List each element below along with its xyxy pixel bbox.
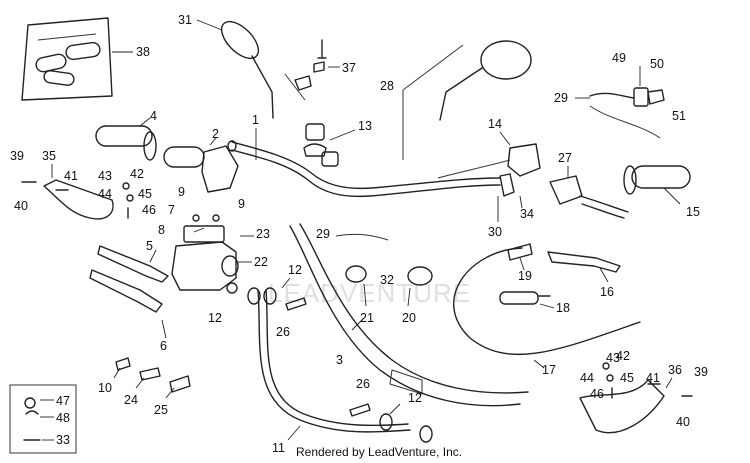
callout-22: 22	[254, 255, 268, 269]
switch-18	[499, 291, 551, 305]
handguard-right	[579, 379, 665, 434]
callout-39-right: 39	[694, 365, 708, 379]
sensor-19	[507, 243, 533, 261]
callout-42-right: 42	[616, 349, 630, 363]
clamp-hardware	[23, 397, 41, 441]
screws-right	[602, 362, 693, 399]
callout-26-top: 26	[276, 325, 290, 339]
screws-left	[21, 181, 134, 219]
callout-6: 6	[160, 339, 167, 353]
callout-5: 5	[146, 239, 153, 253]
callout-12-left: 12	[208, 311, 222, 325]
right-mirror	[402, 40, 532, 160]
callout-41-right: 41	[646, 371, 660, 385]
left-grip	[95, 125, 157, 161]
callout-7: 7	[168, 203, 175, 217]
callout-48: 48	[56, 411, 70, 425]
callout-44-left: 44	[98, 187, 112, 201]
banjo-bolt-lower	[349, 403, 371, 417]
callout-2: 2	[212, 127, 219, 141]
callout-14: 14	[488, 117, 502, 131]
callout-36: 36	[668, 363, 682, 377]
callout-46-left: 46	[142, 203, 156, 217]
handguard-left	[43, 179, 114, 220]
callout-43-left: 43	[98, 169, 112, 183]
callout-10: 10	[98, 381, 112, 395]
callout-49: 49	[612, 51, 626, 65]
callout-20: 20	[402, 311, 416, 325]
callout-45-right: 45	[620, 371, 634, 385]
callout-40-right: 40	[676, 415, 690, 429]
washers	[247, 287, 433, 443]
callout-51: 51	[672, 109, 686, 123]
callout-11: 11	[272, 441, 285, 455]
callout-9-left: 9	[178, 185, 185, 199]
callout-39-left: 39	[10, 149, 24, 163]
lever-16	[547, 251, 621, 273]
callout-29-mid: 29	[316, 227, 330, 241]
callout-40-left: 40	[14, 199, 28, 213]
left-mirror	[220, 20, 274, 119]
callout-47: 47	[56, 394, 70, 408]
right-grip	[623, 165, 691, 195]
brake-hose	[257, 289, 411, 433]
callout-35: 35	[42, 149, 56, 163]
callout-23: 23	[256, 227, 270, 241]
callout-33: 33	[56, 433, 70, 447]
light-switch	[437, 143, 541, 197]
callout-32: 32	[380, 273, 394, 287]
callout-29-top: 29	[554, 91, 568, 105]
callout-24: 24	[124, 393, 138, 407]
callout-12-bottom: 12	[408, 391, 422, 405]
cable-29	[335, 233, 389, 241]
callout-4: 4	[150, 109, 157, 123]
callout-37: 37	[342, 61, 356, 75]
callout-25: 25	[154, 403, 168, 417]
inset-grips-illustration	[21, 17, 113, 101]
callout-18: 18	[556, 301, 570, 315]
callout-12-top: 12	[288, 263, 302, 277]
callout-41-left: 41	[64, 169, 78, 183]
callout-34: 34	[520, 207, 534, 221]
callout-16: 16	[600, 285, 614, 299]
callout-8: 8	[158, 223, 165, 237]
callout-27: 27	[558, 151, 572, 165]
throttle-cables	[289, 223, 529, 407]
bracket-49-51	[589, 87, 665, 139]
callout-17: 17	[542, 363, 556, 377]
callout-15: 15	[686, 205, 700, 219]
callout-45-left: 45	[138, 187, 152, 201]
callout-28: 28	[380, 79, 394, 93]
callout-44-right: 44	[580, 371, 594, 385]
clutch-lever-assembly	[549, 175, 629, 219]
small-parts	[115, 357, 191, 393]
credit-text: Rendered by LeadVenture, Inc.	[296, 445, 462, 459]
callout-30: 30	[488, 225, 502, 239]
mirror-bolts	[284, 39, 327, 101]
callout-9-right: 9	[238, 197, 245, 211]
banjo-bolt-upper	[285, 297, 307, 311]
handlebar-clamp	[303, 123, 339, 167]
callout-42-left: 42	[130, 167, 144, 181]
callout-1: 1	[252, 113, 259, 127]
callout-38: 38	[136, 45, 150, 59]
levers-left	[89, 245, 169, 313]
callout-26-bottom: 26	[356, 377, 370, 391]
watermark: LEADVENTURE	[268, 278, 471, 308]
callout-21: 21	[360, 311, 374, 325]
callout-50: 50	[650, 57, 664, 71]
callout-13: 13	[358, 119, 372, 133]
throttle-grip	[163, 145, 239, 193]
handlebar	[231, 149, 501, 198]
callout-19: 19	[518, 269, 532, 283]
master-cylinder	[171, 214, 239, 294]
callout-31: 31	[178, 13, 192, 27]
clutch-cable	[453, 247, 641, 356]
callout-3: 3	[336, 353, 343, 367]
inset-hardware-box	[9, 384, 77, 454]
cable-clamps	[345, 265, 433, 286]
callout-43-right: 43	[606, 351, 620, 365]
callout-46-right: 46	[590, 387, 604, 401]
